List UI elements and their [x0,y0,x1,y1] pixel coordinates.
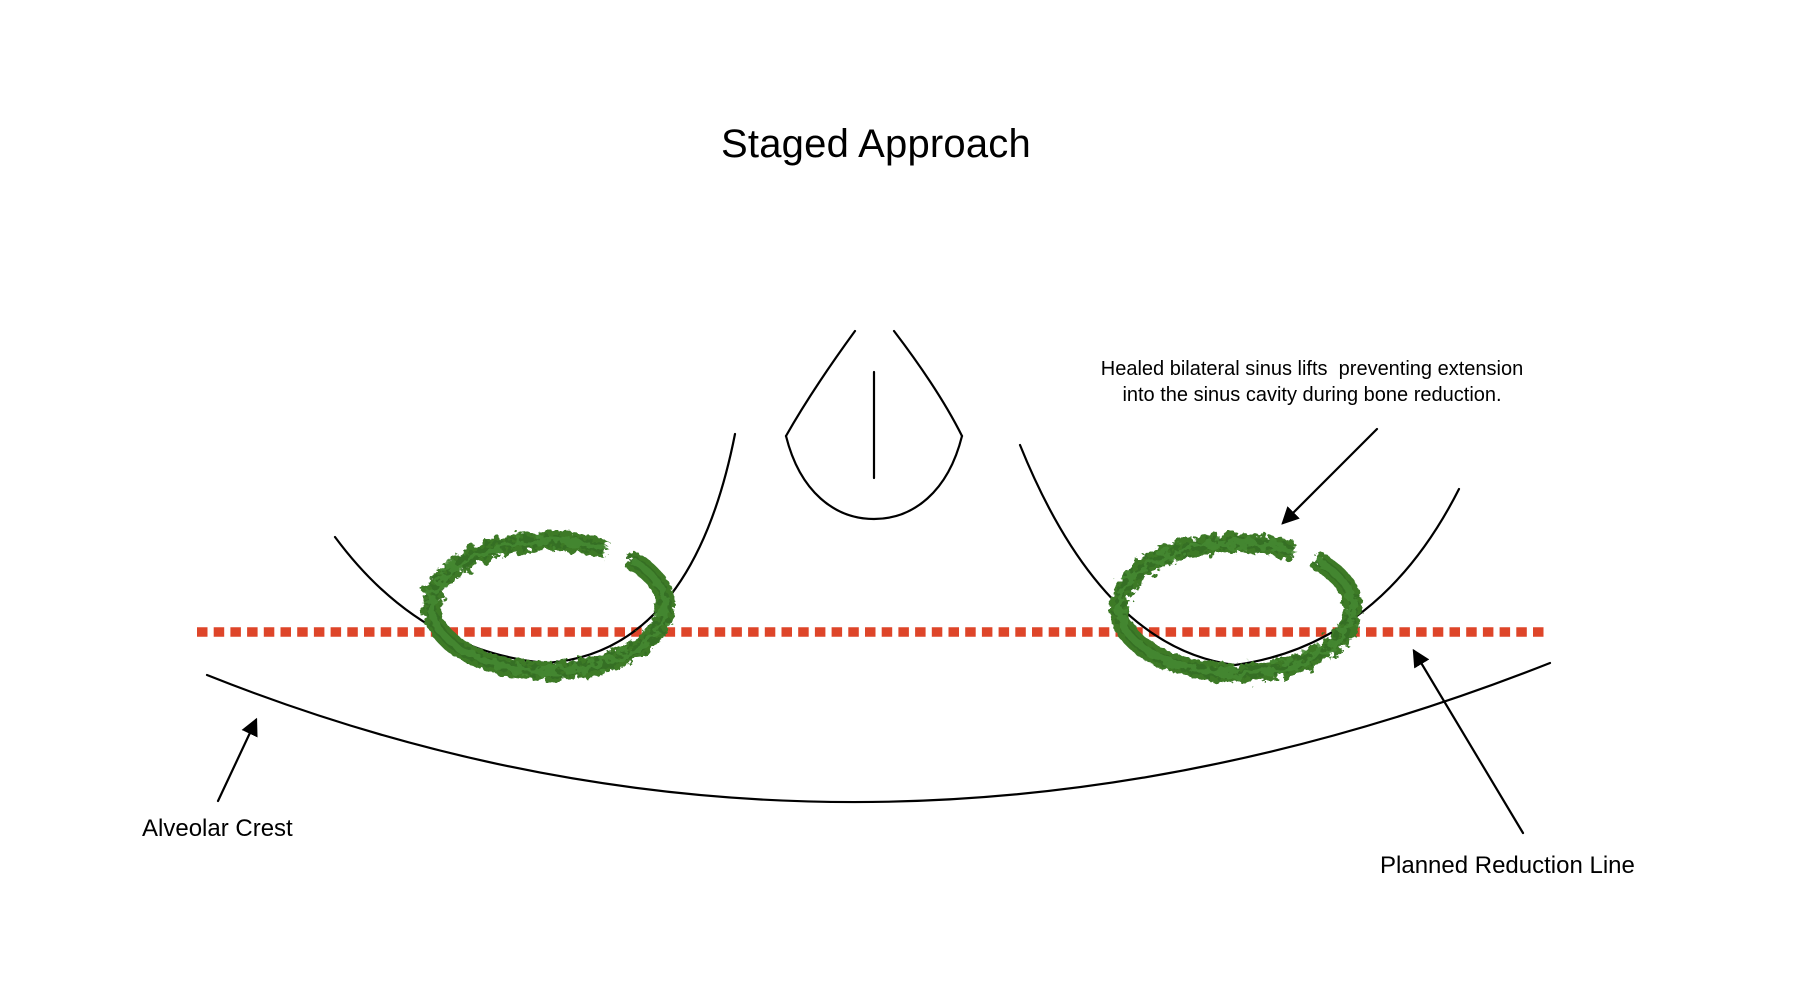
page-title: Staged Approach [721,122,1031,166]
sinus-lift-annotation: Healed bilateral sinus lifts preventing … [1101,356,1523,408]
planned-reduction-arrow [1412,648,1525,835]
sinus-lift-annotation-line1: Healed bilateral sinus lifts preventing … [1100,358,1524,380]
sinus-lift-annotation-line2: into the sinus cavity during bone reduct… [1122,384,1502,406]
right-sinus-lift-ring [1109,533,1363,683]
planned-reduction-line-label: Planned Reduction Line [1380,852,1635,879]
alveolar-crest-label: Alveolar Crest [142,815,293,842]
alveolar-crest-arrow [216,717,258,803]
nasal-floor-curve [784,434,964,521]
sinus-lift-annotation-arrow [1281,427,1379,525]
left-sinus-lift-ring [422,531,675,681]
alveolar-crest-curve [205,661,1552,804]
nasal-outline-left-line [784,329,857,438]
nasal-outline-right-line [892,329,964,438]
